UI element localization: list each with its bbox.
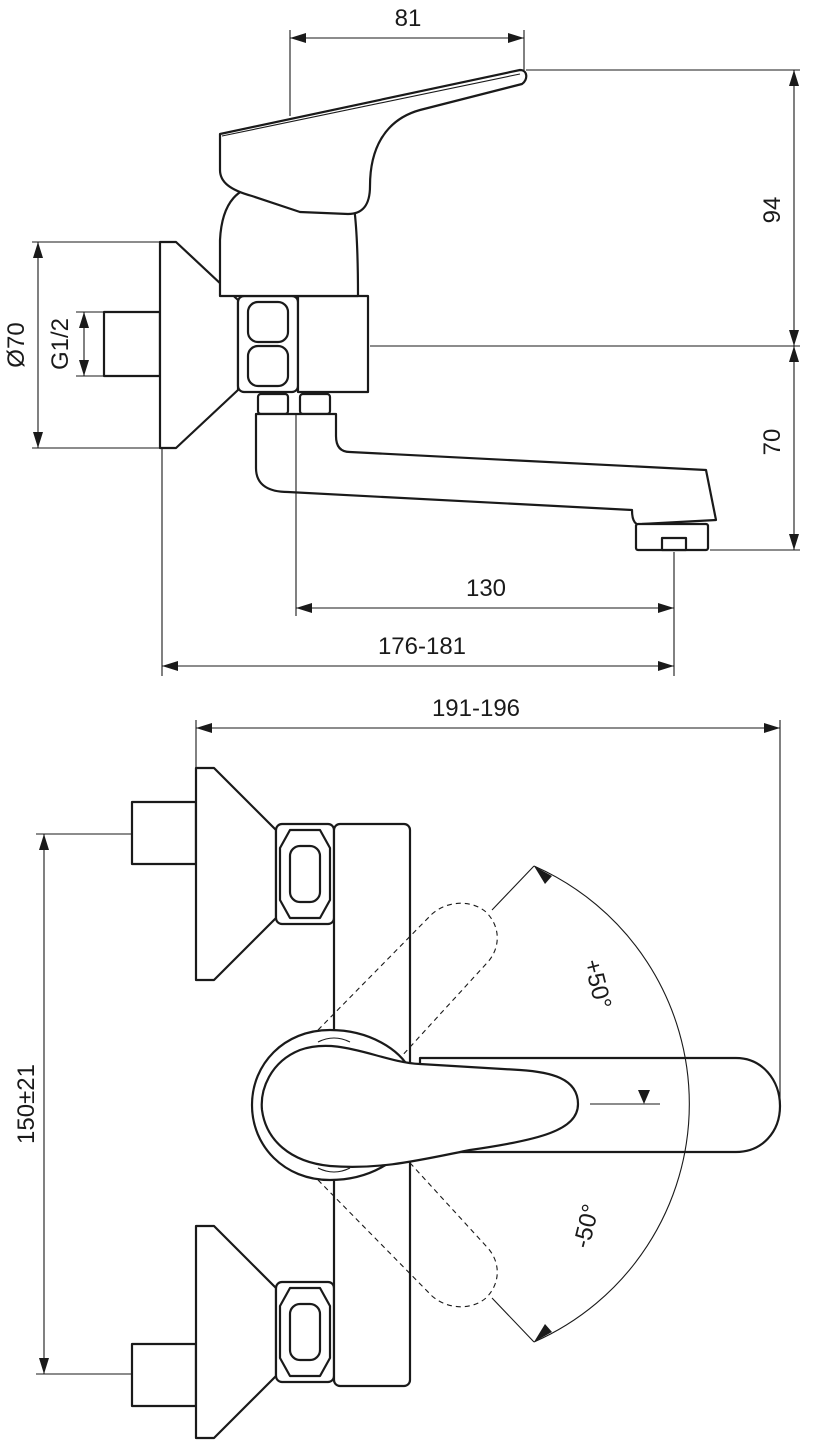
front-flange-bottom	[194, 1224, 278, 1440]
front-lever-grip	[260, 1044, 580, 1168]
dim-thread: G1/2	[47, 318, 74, 370]
angle-arrow-bottom	[534, 1324, 552, 1342]
side-aerator-tip	[660, 536, 688, 552]
side-dimension-lines	[32, 30, 800, 676]
dim-top-width: 81	[395, 5, 422, 32]
side-spout	[254, 412, 718, 526]
front-dimension-lines	[36, 720, 781, 1375]
front-inlet-stub-bottom	[130, 1342, 198, 1408]
front-flange-top	[194, 766, 278, 982]
dim-projection: 176-181	[378, 633, 466, 660]
front-nut-face-bottom	[288, 1302, 322, 1362]
dim-angle-plus: +50°	[578, 957, 616, 1012]
front-inlet-stub-top	[130, 800, 198, 866]
dim-spout-reach: 130	[466, 575, 506, 602]
dim-handle-height: 94	[759, 197, 786, 224]
dim-center-distance: 150±21	[13, 1064, 40, 1144]
side-fitting-left	[256, 392, 290, 416]
side-lever-edge	[221, 73, 521, 137]
dim-total-width: 191-196	[432, 695, 520, 722]
angle-arrow-top	[534, 866, 552, 884]
side-inlet-stub	[102, 310, 162, 378]
side-nut-face-lower	[246, 344, 290, 388]
dim-angle-minus: -50°	[568, 1201, 605, 1251]
side-nut-face-upper	[246, 300, 290, 344]
front-view	[130, 766, 782, 1440]
side-fitting-right	[298, 392, 332, 416]
angle-arc	[533, 865, 690, 1343]
dim-flange-diameter: Ø70	[3, 322, 30, 367]
dim-spout-height: 70	[759, 429, 786, 456]
lever-slot-top	[317, 1037, 351, 1043]
side-lever	[218, 68, 528, 216]
side-view	[102, 68, 718, 552]
lever-slot-bottom	[317, 1167, 351, 1173]
front-nut-face-top	[288, 844, 322, 904]
side-valve-body	[296, 294, 370, 394]
